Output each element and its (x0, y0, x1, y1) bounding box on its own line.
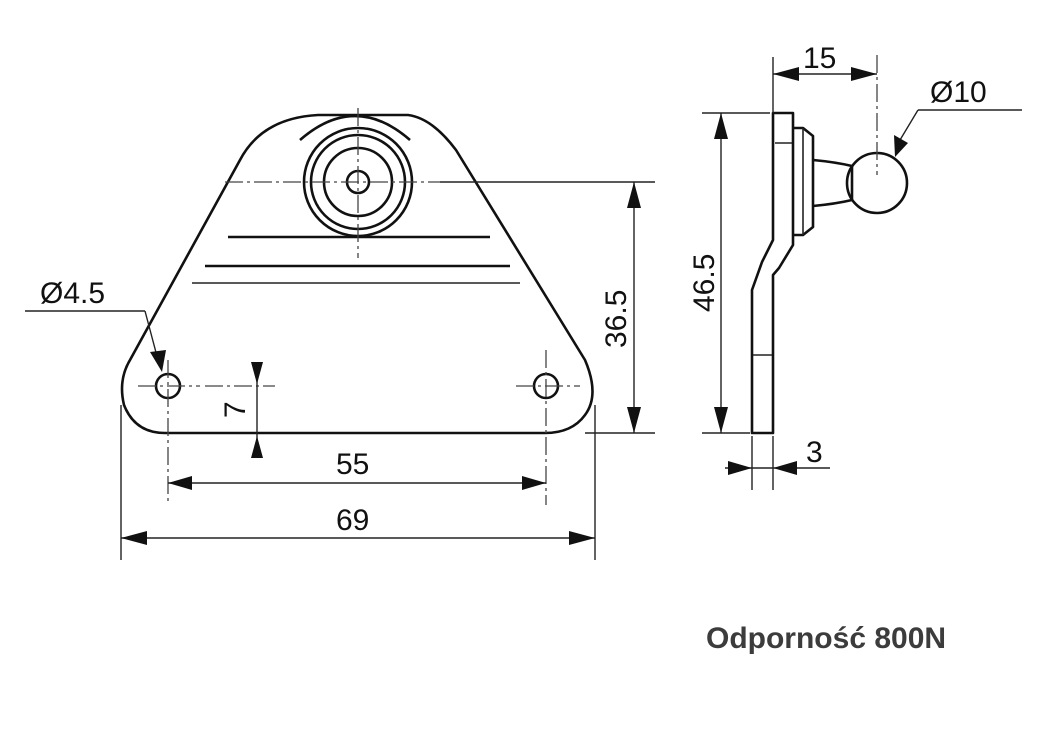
ball-offset-arrow-right (851, 67, 877, 81)
plate-thickness-label: 3 (806, 436, 823, 469)
ball-diameter-label: Ø10 (930, 76, 987, 109)
hole-spacing-label: 55 (336, 448, 369, 481)
hole-spacing-arrow-left (168, 476, 192, 490)
overall-height-arrow-top (714, 113, 728, 139)
height-arrow-bottom (627, 407, 641, 433)
diameter-leader-arrow (150, 350, 166, 372)
hole-offset-label: 7 (219, 401, 252, 418)
ball-diameter-arrow (894, 135, 908, 157)
thickness-arrow-left (728, 461, 752, 475)
height-to-ball-label: 36.5 (600, 290, 633, 348)
stud-neck (812, 158, 854, 208)
hole-spacing-arrow-right (522, 476, 546, 490)
ball-offset-arrow-left (773, 67, 799, 81)
overall-height-arrow-bottom (714, 407, 728, 433)
thickness-arrow-right (773, 461, 797, 475)
ball-offset-label: 15 (803, 42, 836, 75)
ball-diameter-leader-segment (899, 109, 919, 141)
side-view: 15 Ø10 46.5 3 (688, 42, 1022, 490)
offset-arrow-bottom (251, 436, 263, 458)
overall-width-arrow-right (569, 531, 595, 545)
hole-diameter-label: Ø4.5 (40, 277, 105, 310)
ball-stud (845, 151, 909, 215)
load-rating-caption: Odporność 800N (706, 622, 947, 655)
stud-flange (793, 126, 815, 237)
triangular-plate-outline (120, 113, 594, 435)
height-arrow-top (627, 182, 641, 208)
overall-height-label: 46.5 (688, 254, 721, 312)
overall-width-label: 69 (336, 504, 369, 537)
front-view: Ø4.5 7 55 69 36.5 (25, 108, 655, 560)
side-plate-profile (750, 111, 795, 435)
plate-edge (299, 114, 411, 141)
overall-width-arrow-left (121, 531, 147, 545)
offset-arrow-top (251, 362, 263, 384)
